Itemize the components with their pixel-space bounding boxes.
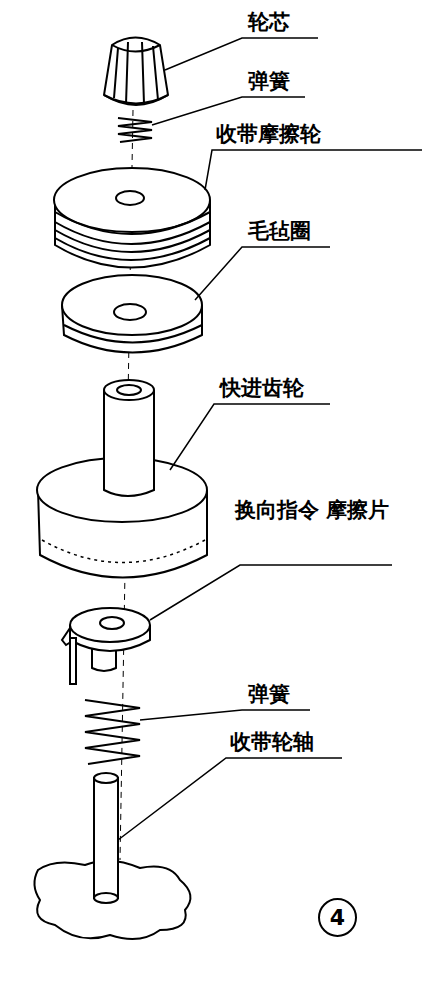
part-label: 收带摩擦轮 bbox=[216, 122, 321, 147]
part-label: 轮芯 bbox=[248, 10, 290, 35]
leader-lines bbox=[118, 38, 422, 840]
friction-plate bbox=[62, 608, 150, 684]
part-label: 弹簧 bbox=[248, 69, 290, 94]
part-label: 快进齿轮 bbox=[220, 376, 304, 401]
part-label: 弹簧 bbox=[248, 682, 290, 707]
hub-knob bbox=[104, 38, 168, 106]
ff-gear bbox=[37, 380, 207, 578]
friction-wheel bbox=[54, 168, 210, 268]
part-label: 收带轮轴 bbox=[230, 730, 314, 755]
callout-circle: 4 bbox=[318, 898, 357, 937]
callout-number: 4 bbox=[330, 905, 345, 930]
small-spring bbox=[118, 118, 152, 142]
part-label: 毛毡圈 bbox=[248, 219, 311, 244]
part-label: 换向指令 摩擦片 bbox=[232, 494, 392, 528]
large-spring bbox=[85, 700, 140, 764]
felt-ring bbox=[62, 275, 202, 353]
axle-shaft bbox=[34, 773, 190, 939]
